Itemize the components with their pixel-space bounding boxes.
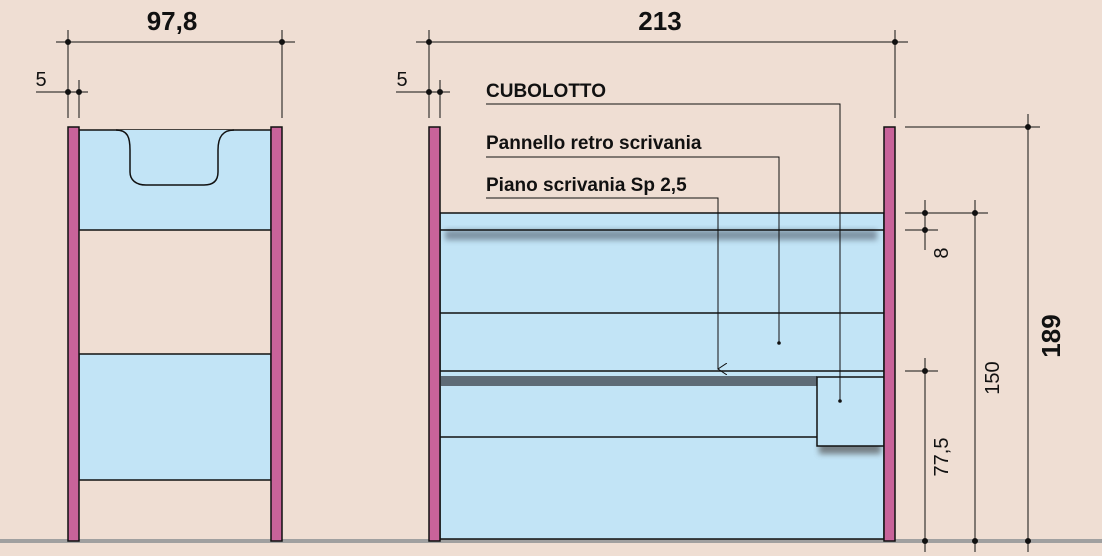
floor-line bbox=[0, 539, 1102, 543]
shadow-top bbox=[445, 230, 877, 240]
side-post-right bbox=[270, 126, 283, 542]
back-panel-leader-dot bbox=[777, 341, 781, 345]
height-dimensions bbox=[905, 114, 1040, 552]
label-desk-top: Piano scrivania Sp 2,5 bbox=[486, 175, 687, 196]
side-dimensions bbox=[36, 30, 295, 118]
handle-cutout bbox=[115, 129, 235, 186]
side-view bbox=[67, 126, 283, 542]
front-post-left bbox=[428, 126, 441, 542]
dim-inner-height: 150 bbox=[982, 361, 1004, 394]
dim-side-offset: 5 bbox=[35, 69, 46, 91]
label-back-panel: Pannello retro scrivania bbox=[486, 133, 702, 154]
cubolotto-leader-dot bbox=[838, 399, 842, 403]
dim-total-height: 189 bbox=[1036, 314, 1066, 357]
leaders bbox=[486, 103, 841, 400]
desk-top-shadow bbox=[440, 376, 817, 386]
side-panel-bottom bbox=[78, 353, 272, 481]
dim-desk-height: 77,5 bbox=[931, 438, 953, 477]
label-cubolotto: CUBOLOTTO bbox=[486, 81, 606, 102]
dim-front-width: 213 bbox=[638, 6, 681, 36]
dim-side-width: 97,8 bbox=[147, 6, 198, 36]
front-dimensions bbox=[396, 30, 908, 118]
cubolotto-box bbox=[816, 376, 885, 447]
front-post-right bbox=[883, 126, 896, 542]
dim-front-offset: 5 bbox=[396, 69, 407, 91]
front-view bbox=[428, 126, 896, 542]
dim-top-gap: 8 bbox=[931, 247, 953, 258]
side-post-left bbox=[67, 126, 80, 542]
